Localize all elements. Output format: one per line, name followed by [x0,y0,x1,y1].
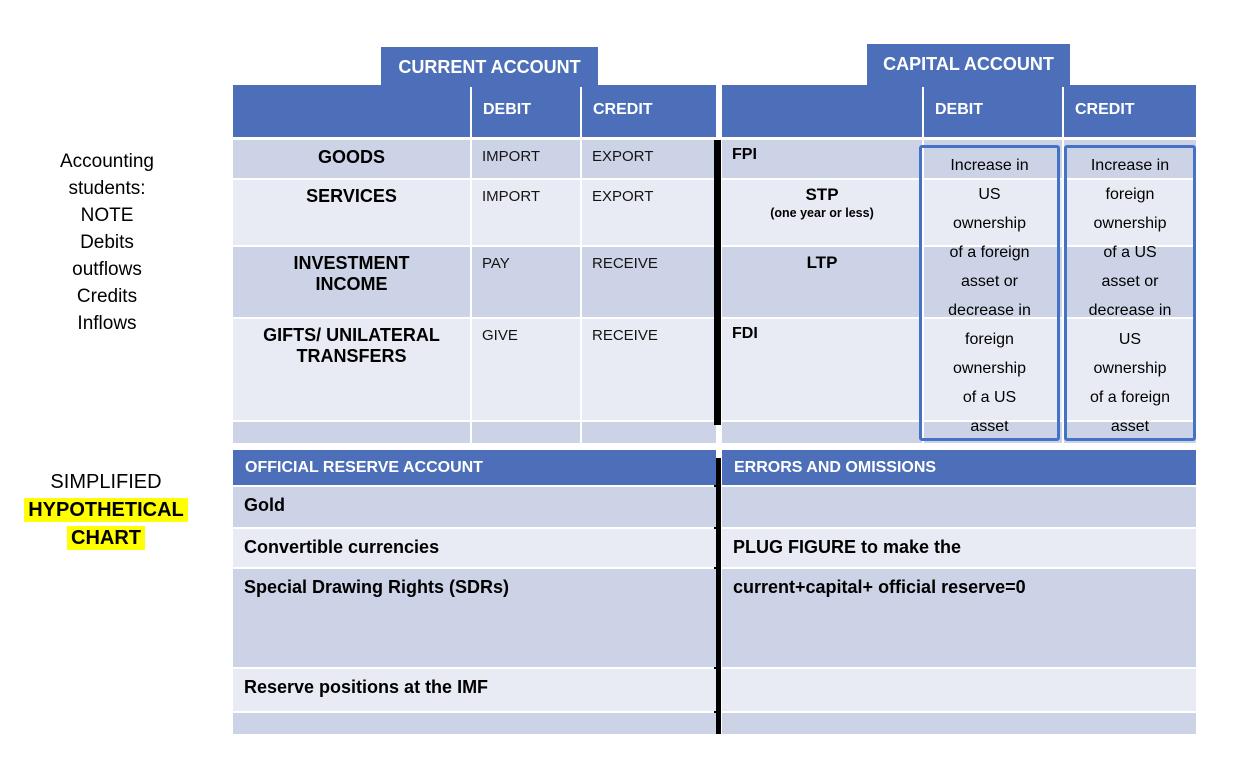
row-services-credit: EXPORT [582,180,716,245]
row-goods-debit: IMPORT [472,140,580,178]
errors-row-equation: current+capital+ official reserve=0 [722,569,1196,667]
capital-debit-header: DEBIT [924,85,1062,137]
empty-row-c2 [472,422,580,443]
row-services-debit: IMPORT [472,180,580,245]
empty-row-c5 [924,422,1062,443]
capital-debit-note-box: Increase in US ownership of a foreign as… [919,145,1060,441]
top-section-divider [714,140,721,425]
capital-credit-note-box: Increase in foreign ownership of a US as… [1064,145,1196,441]
empty-row-c6 [1064,422,1196,443]
errors-row-1 [722,487,1196,527]
chart-highlight: CHART [67,526,145,550]
row-goods-credit: EXPORT [582,140,716,178]
empty-row-c4 [722,422,922,443]
reserve-row-sdrs: Special Drawing Rights (SDRs) [233,569,716,667]
empty-row-c3 [582,422,716,443]
row-gifts-debit: GIVE [472,319,580,420]
row-fpi-label: FPI [722,140,922,178]
row-investment-label: INVESTMENT INCOME [233,247,470,317]
row-gifts-label: GIFTS/ UNILATERAL TRANSFERS [233,319,470,420]
bottom-section-divider [714,458,721,734]
capital-debit-cell-r4 [924,319,1062,420]
errors-omissions-header: ERRORS AND OMISSIONS [722,450,1196,485]
row-goods-label: GOODS [233,140,470,178]
row-stp-cell: STP (one year or less) [722,180,922,245]
hypothetical-highlight: HYPOTHETICAL [24,498,188,522]
row-investment-credit: RECEIVE [582,247,716,317]
row-services-label: SERVICES [233,180,470,245]
capital-credit-cell-r3 [1064,247,1196,317]
current-label-header-cell [233,85,470,137]
row-ltp-label: LTP [722,247,922,317]
errors-row-empty [722,713,1196,734]
simplified-line: SIMPLIFIED [50,471,162,493]
empty-row-c1 [233,422,470,443]
capital-debit-cell-r2 [924,180,1062,245]
row-investment-debit: PAY [472,247,580,317]
chart-line: CHART [0,524,212,552]
current-credit-header: CREDIT [582,85,716,137]
row-stp-sublabel: (one year or less) [770,206,874,220]
reserve-row-currencies: Convertible currencies [233,529,716,567]
official-reserve-header: OFFICIAL RESERVE ACCOUNT [233,450,716,485]
row-gifts-credit: RECEIVE [582,319,716,420]
reserve-row-imf: Reserve positions at the IMF [233,669,716,711]
capital-credit-cell-r4 [1064,319,1196,420]
reserve-row-gold: Gold [233,487,716,527]
capital-label-header-cell [722,85,922,137]
capital-credit-cell-r2 [1064,180,1196,245]
current-account-tab: CURRENT ACCOUNT [381,47,598,87]
current-debit-header: DEBIT [472,85,580,137]
row-fdi-label: FDI [722,319,922,420]
row-stp-label: STP [805,185,839,204]
simplified-chart-label: SIMPLIFIED HYPOTHETICAL CHART [0,468,212,552]
accounting-note: Accounting students: NOTE Debits outflow… [59,151,154,334]
errors-row-4 [722,669,1196,711]
hypothetical-line: HYPOTHETICAL [0,496,212,524]
reserve-row-empty [233,713,716,734]
capital-account-tab: CAPITAL ACCOUNT [867,44,1070,87]
errors-row-plug-figure: PLUG FIGURE to make the [722,529,1196,567]
capital-credit-header: CREDIT [1064,85,1196,137]
capital-debit-cell-r3 [924,247,1062,317]
